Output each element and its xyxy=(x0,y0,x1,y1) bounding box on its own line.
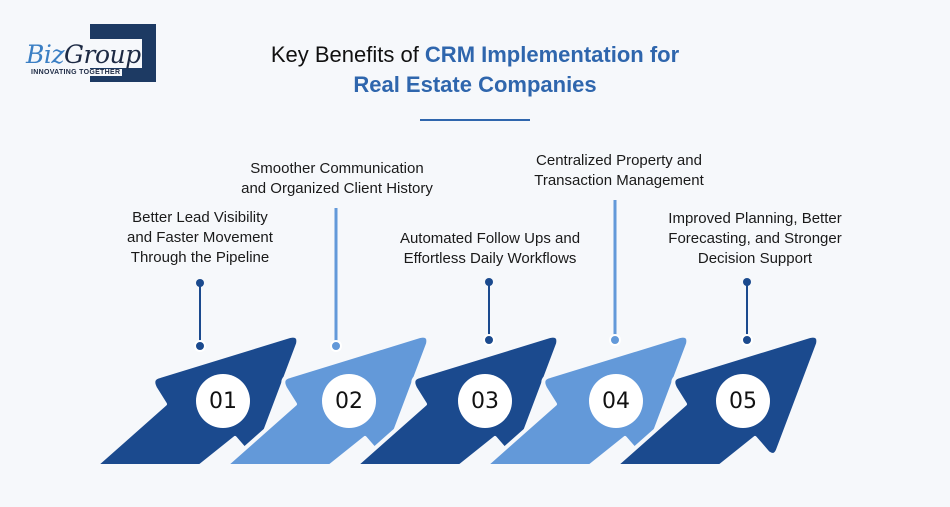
step-number-04: 04 xyxy=(589,374,643,428)
bizgroup-logo: BizGroup INNOVATING TOGETHER xyxy=(22,22,157,84)
step-04-line1: Centralized Property and xyxy=(536,152,702,169)
step-label-04: Centralized Property and Transaction Man… xyxy=(504,151,734,191)
connector-03 xyxy=(483,278,495,346)
page-title: Key Benefits of CRM Implementation for R… xyxy=(200,40,750,100)
step-number-05: 05 xyxy=(716,374,770,428)
step-number-01: 01 xyxy=(196,374,250,428)
step-04-line2: Transaction Management xyxy=(534,172,704,189)
step-01-line3: Through the Pipeline xyxy=(130,249,270,266)
step-05-line2: Forecasting, and Stronger xyxy=(668,230,842,247)
title-accent-line1: CRM Implementation for xyxy=(424,42,680,67)
step-01-line2: and Faster Movement xyxy=(127,229,273,246)
title-plain: Key Benefits of xyxy=(270,42,425,67)
step-02-line1: Smoother Communication xyxy=(250,160,424,177)
title-underline xyxy=(420,119,530,121)
step-03-line2: Effortless Daily Workflows xyxy=(403,250,577,267)
logo-group: Group xyxy=(64,40,141,69)
logo-wordmark: BizGroup xyxy=(26,40,141,69)
logo-tagline: INNOVATING TOGETHER xyxy=(31,69,123,76)
step-03-line1: Automated Follow Ups and xyxy=(399,230,581,247)
step-number-02: 02 xyxy=(322,374,376,428)
step-label-05: Improved Planning, Better Forecasting, a… xyxy=(640,209,870,269)
step-01-line1: Better Lead Visibility xyxy=(132,209,268,226)
step-label-02: Smoother Communication and Organized Cli… xyxy=(222,159,452,199)
step-label-03: Automated Follow Ups and Effortless Dail… xyxy=(375,229,605,269)
step-05-line1: Improved Planning, Better xyxy=(668,210,842,227)
step-05-line3: Decision Support xyxy=(697,250,813,267)
connector-04 xyxy=(609,200,621,346)
connector-02 xyxy=(330,208,342,352)
step-number-03: 03 xyxy=(458,374,512,428)
step-label-01: Better Lead Visibility and Faster Moveme… xyxy=(100,208,300,268)
logo-frame-cutout xyxy=(90,39,142,68)
connector-05 xyxy=(741,278,753,346)
connector-01 xyxy=(194,279,206,352)
step-02-line2: and Organized Client History xyxy=(241,180,433,197)
title-accent-line2: Real Estate Companies xyxy=(353,72,597,97)
logo-biz: Biz xyxy=(26,40,65,69)
